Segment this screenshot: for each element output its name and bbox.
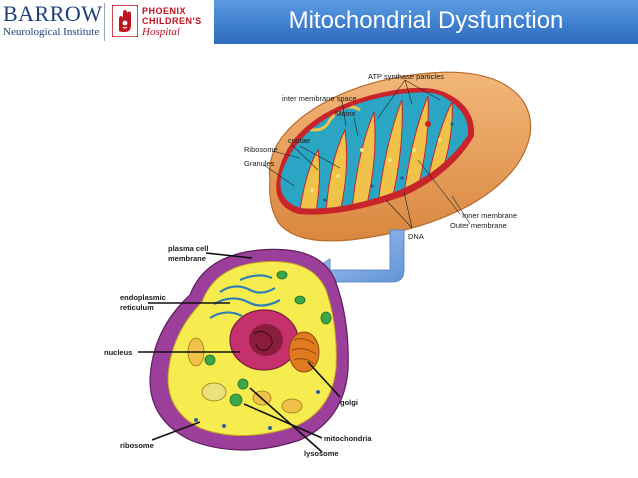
mitochondrion-labels: ATP synthase particles inter membrane sp… <box>244 72 517 241</box>
barrow-logo-subtitle: Neurological Institute <box>3 26 100 38</box>
endoplasmic-reticulum-shape <box>209 274 281 319</box>
label-ribosome-cell: ribosome <box>120 441 154 450</box>
label-mitochondria: mitochondria <box>324 434 372 443</box>
logo-divider <box>104 3 105 41</box>
animal-cell <box>149 248 349 451</box>
label-er-2: reticulum <box>120 303 154 312</box>
cell-labels: plasma cell membrane endoplasmic reticul… <box>104 244 372 458</box>
label-outer-membrane: Outer membrane <box>450 221 507 230</box>
mitochondrion-leader-lines <box>263 79 471 229</box>
label-inner-membrane: Inner membrane <box>462 211 517 220</box>
hand-logo-icon <box>112 5 138 37</box>
barrow-logo: BARROW Neurological Institute <box>0 0 104 44</box>
phoenix-childrens-logo: PHOENIX CHILDREN'S Hospital <box>112 3 204 41</box>
mitochondrion <box>268 71 532 242</box>
nucleolus-shape <box>249 324 283 356</box>
label-plasma-membrane-2: membrane <box>168 254 206 263</box>
label-nucleus: nucleus <box>104 348 132 357</box>
label-inter-membrane: inter membrane space <box>282 94 357 103</box>
small-mitochondrion-shape <box>276 270 288 280</box>
label-dna: DNA <box>408 232 424 241</box>
label-ribosome-mito: Ribosome <box>244 145 278 154</box>
golgi-shape <box>288 331 320 373</box>
label-lysosome: lysosome <box>304 449 339 458</box>
label-atp-synthase: ATP synthase particles <box>368 72 444 81</box>
logo-hospital-text: Hospital <box>142 26 180 38</box>
slide-header: BARROW Neurological Institute PHOENIX CH… <box>0 0 638 44</box>
label-matrix: Matrix <box>335 109 356 118</box>
label-er-1: endoplasmic <box>120 293 166 302</box>
label-cristae: cristae <box>288 136 310 145</box>
barrow-logo-name: BARROW <box>3 1 103 26</box>
cell-leader-lines <box>138 252 341 453</box>
label-plasma-membrane-1: plasma cell <box>168 244 208 253</box>
logo-phoenix-text: PHOENIX <box>142 6 187 16</box>
cristae-folds <box>289 95 454 209</box>
label-golgi: golgi <box>340 398 358 407</box>
slide-title: Mitochondrial Dysfunction <box>288 7 564 34</box>
logo-childrens-text: CHILDREN'S <box>142 16 202 26</box>
title-bar: Mitochondrial Dysfunction <box>214 0 638 44</box>
label-granules: Granules <box>244 159 275 168</box>
cell-mitochondrion-diagram: ATP synthase particles inter membrane sp… <box>104 71 532 458</box>
